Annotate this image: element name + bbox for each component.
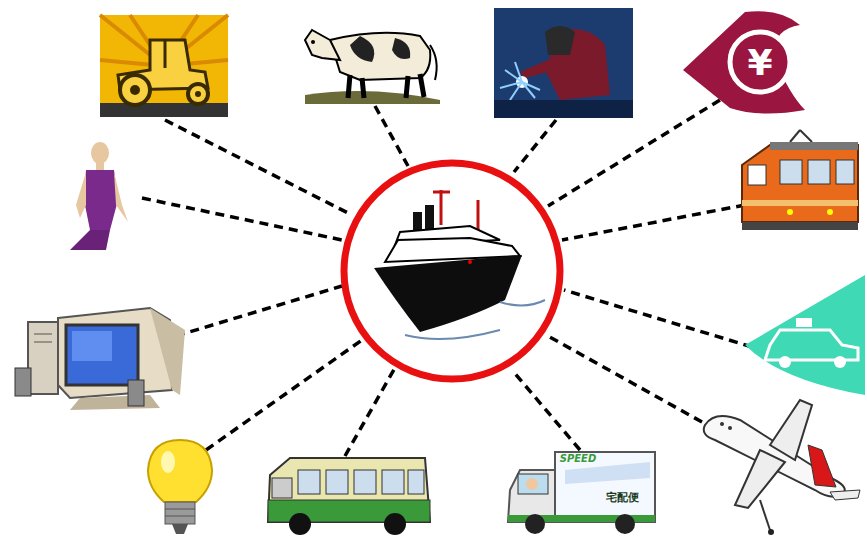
computer-icon — [15, 308, 185, 410]
ship-hub — [344, 163, 560, 379]
tractor-icon — [100, 15, 228, 117]
yen-icon — [683, 11, 805, 113]
train-icon — [742, 130, 858, 230]
delivery-truck-icon — [508, 452, 655, 534]
woman-icon — [70, 142, 128, 250]
airplane-icon — [704, 400, 860, 535]
truck-service: 宅配便 — [606, 492, 639, 503]
cow-icon — [305, 30, 440, 104]
truck-brand: SPEED — [560, 454, 597, 464]
lightbulb-icon — [148, 440, 212, 534]
taxi-icon — [745, 275, 865, 395]
yen-symbol: ¥ — [747, 45, 772, 81]
welder-icon — [494, 8, 633, 118]
dashed-spokes — [142, 100, 752, 456]
bus-icon — [268, 458, 430, 535]
